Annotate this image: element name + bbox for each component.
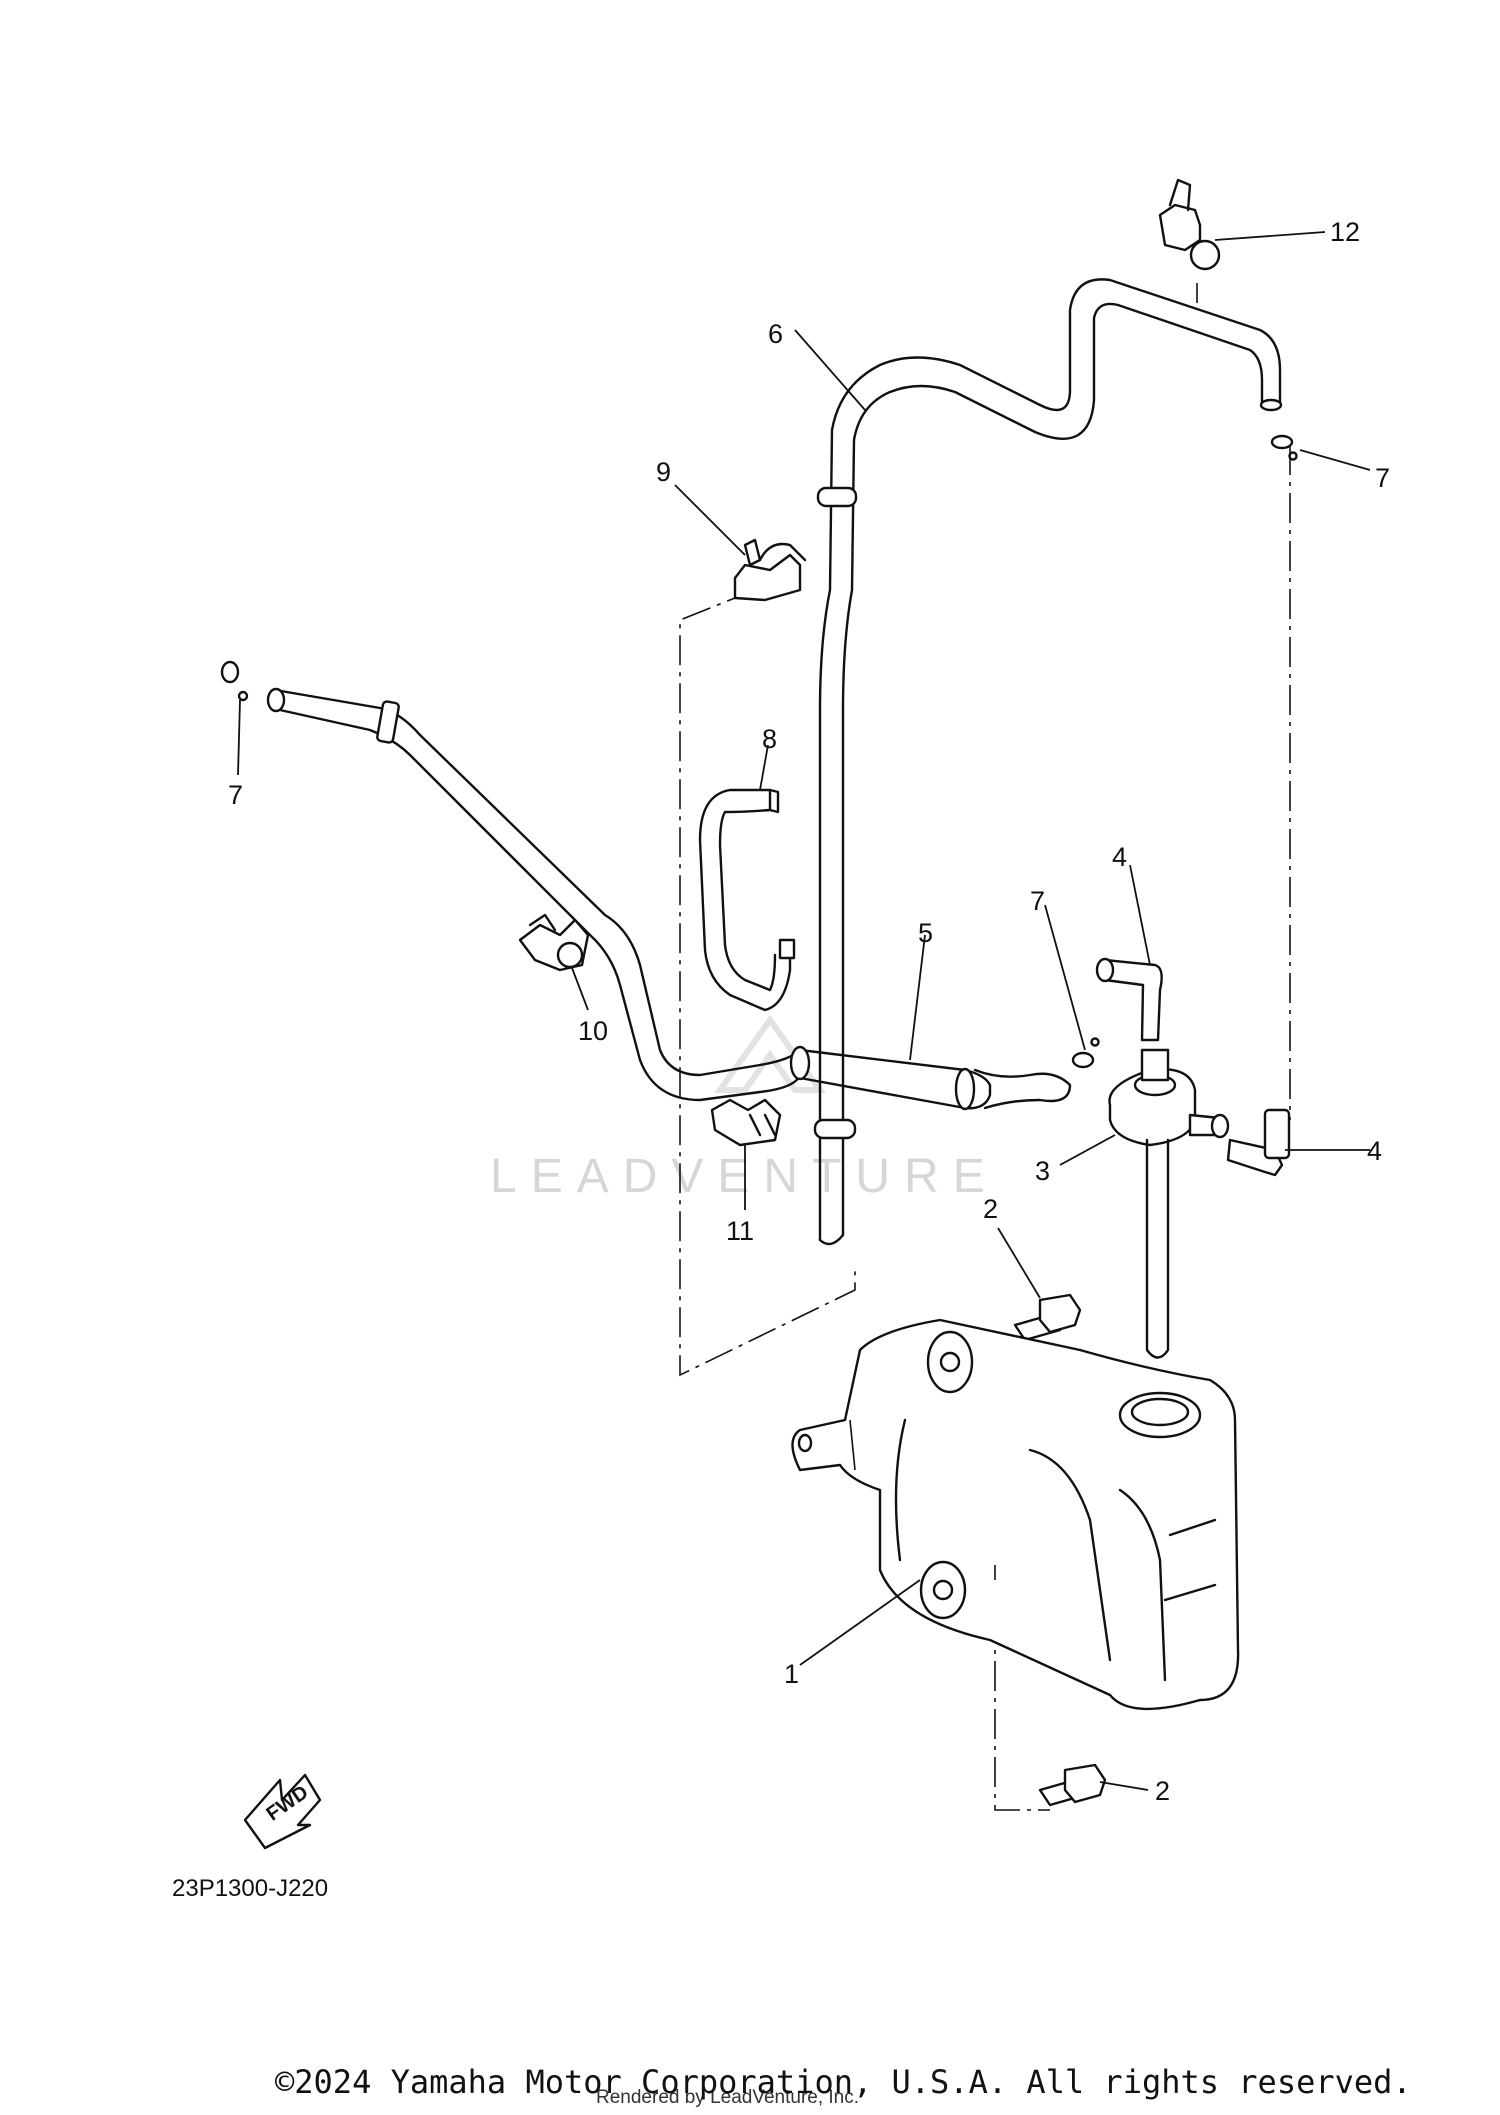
leader-lines — [237, 231, 1371, 1791]
bolts — [1013, 1293, 1107, 1807]
hose-guide — [698, 788, 796, 1012]
callout-4: 4 — [1112, 842, 1127, 872]
part-code: 23P1300-J220 — [172, 1875, 328, 1902]
callout-2: 2 — [983, 1194, 998, 1224]
elbow-fittings — [1095, 957, 1291, 1177]
watermark: LEADVENTURE — [490, 1014, 999, 1203]
rendered-by: Rendered by LeadVenture, Inc. — [596, 2087, 859, 2108]
callout-8: 8 — [762, 724, 777, 754]
assembly-reference-lines — [679, 445, 1291, 1811]
callout-labels: 12 6 9 7 7 8 4 7 5 10 11 3 4 2 1 2 — [228, 217, 1390, 1806]
reservoir-tank — [791, 1318, 1240, 1710]
fwd-arrow-icon: FWD — [243, 1773, 322, 1850]
breather-hose-upper — [813, 278, 1283, 1246]
callout-4: 4 — [1367, 1136, 1382, 1166]
clip-top — [1158, 178, 1221, 271]
callout-12: 12 — [1330, 217, 1360, 247]
copyright: ©2024 Yamaha Motor Corporation, U.S.A. A… — [275, 2063, 1412, 2101]
callout-7: 7 — [1030, 886, 1045, 916]
callout-10: 10 — [578, 1016, 608, 1046]
breather-hose-lower — [266, 687, 1072, 1111]
filler-cap-assembly — [1108, 1048, 1230, 1359]
callout-9: 9 — [656, 457, 671, 487]
callout-11: 11 — [726, 1216, 754, 1246]
callout-6: 6 — [768, 319, 783, 349]
callout-1: 1 — [784, 1659, 799, 1689]
clamp-upper — [733, 538, 807, 602]
watermark-text: LEADVENTURE — [490, 1150, 999, 1203]
clip-lower — [710, 1098, 782, 1147]
callout-2: 2 — [1155, 1776, 1170, 1806]
callout-7: 7 — [1375, 463, 1390, 493]
hose-clips — [220, 434, 1298, 1069]
callout-3: 3 — [1035, 1156, 1050, 1186]
callout-7: 7 — [228, 780, 243, 810]
clip-mid — [518, 913, 590, 972]
callout-5: 5 — [918, 918, 933, 948]
